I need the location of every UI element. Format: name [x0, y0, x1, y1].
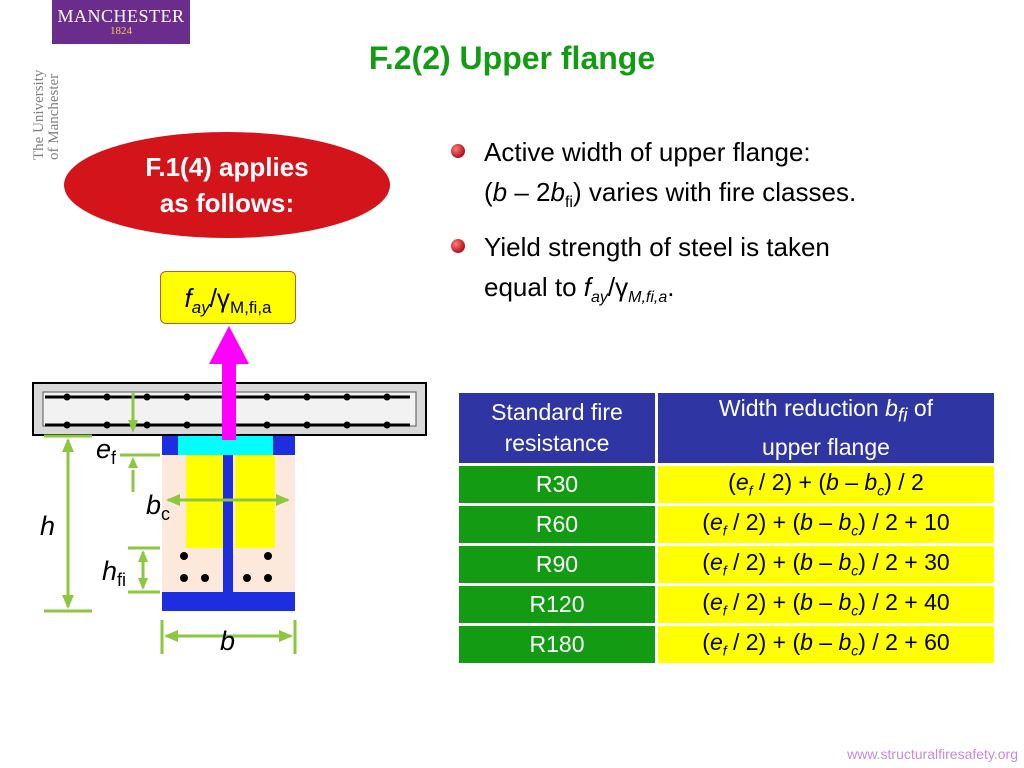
bullet-text: equal to — [484, 272, 584, 303]
cyan-band — [178, 436, 273, 455]
force-sub-ay: ay — [191, 298, 210, 318]
table-row: R120(ef / 2) + (b – bc) / 2 + 40 — [459, 585, 994, 623]
bullet-text: Yield strength of steel is taken — [484, 232, 830, 263]
bullet-text: . — [667, 272, 675, 303]
bullet-text: – 2 — [507, 177, 551, 207]
bullet-text: /γ — [607, 272, 629, 303]
manchester-logo: MANCHESTER 1824 — [52, 0, 190, 44]
bullet-item: Yield strength of steel is taken equal to… — [450, 227, 1010, 318]
force-arrow-head — [209, 326, 249, 364]
bullet-dot-icon — [451, 144, 465, 158]
bullet-text: b — [492, 177, 508, 207]
fire-rating-cell: R120 — [459, 585, 655, 623]
force-arrow-shaft — [222, 362, 236, 440]
bullet-text: ) varies with fire classes. — [572, 177, 857, 207]
reduction-formula-cell: (ef / 2) + (b – bc) / 2 + 30 — [658, 545, 994, 583]
force-sub-mfia: M,fi,a — [229, 298, 272, 318]
table-row: R30(ef / 2) + (b – bc) / 2 — [459, 465, 994, 503]
slide-title: F.2(2) Upper flange — [368, 40, 656, 76]
reduction-formula-cell: (ef / 2) + (b – bc) / 2 + 10 — [658, 505, 994, 543]
encasement-rebars — [180, 552, 272, 582]
bullet-text: ay — [590, 289, 608, 307]
reduction-formula-cell: (ef / 2) + (b – bc) / 2 — [658, 465, 994, 503]
bullet-text: fi — [564, 194, 573, 212]
fire-rating-cell: R180 — [459, 625, 655, 663]
logo-wordmark: MANCHESTER — [57, 6, 185, 26]
bullet-text: f — [583, 272, 591, 303]
bullet-text: Active width of upper flange: — [484, 137, 811, 167]
label-ef: ef — [96, 434, 117, 468]
callout-line-1: F.1(4) applies — [145, 152, 309, 182]
reduction-formula-cell: (ef / 2) + (b – bc) / 2 + 60 — [658, 625, 994, 663]
web — [223, 455, 233, 592]
force-label-box: fay/γM,fi,a — [160, 271, 296, 324]
label-hfi: hfi — [102, 556, 126, 590]
table-row: R60(ef / 2) + (b – bc) / 2 + 10 — [459, 505, 994, 543]
reduction-formula-cell: (ef / 2) + (b – bc) / 2 + 40 — [658, 585, 994, 623]
label-b: b — [220, 626, 235, 656]
bullet-text: M,fi,a — [628, 289, 668, 307]
fire-rating-cell: R60 — [459, 505, 655, 543]
fire-rating-cell: R90 — [459, 545, 655, 583]
bullet-text: b — [550, 177, 565, 207]
bullet-item: Active width of upper flange:(b – 2bfi) … — [450, 132, 1010, 223]
label-h: h — [40, 511, 55, 541]
table-row: R180(ef / 2) + (b – bc) / 2 + 60 — [459, 625, 994, 663]
bullet-dot-icon — [451, 239, 465, 254]
bullet-list: Active width of upper flange:(b – 2bfi) … — [450, 132, 1010, 322]
logo-year: 1824 — [110, 25, 132, 37]
force-f: f — [184, 283, 192, 313]
table-row: R90(ef / 2) + (b – bc) / 2 + 30 — [459, 545, 994, 583]
callout-oval: F.1(4) applies as follows: — [64, 132, 390, 238]
bullet-text: ( — [484, 177, 493, 207]
label-bc: bc — [146, 490, 170, 524]
force-gamma: /γ — [209, 283, 230, 313]
callout-line-2: as follows: — [159, 188, 295, 218]
website-link[interactable]: www.structuralfiresafety.org — [847, 746, 1018, 762]
rebar-dots — [63, 393, 391, 429]
fire-rating-cell: R30 — [459, 465, 655, 503]
bottom-flange — [162, 592, 295, 611]
dimensions — [44, 392, 297, 654]
